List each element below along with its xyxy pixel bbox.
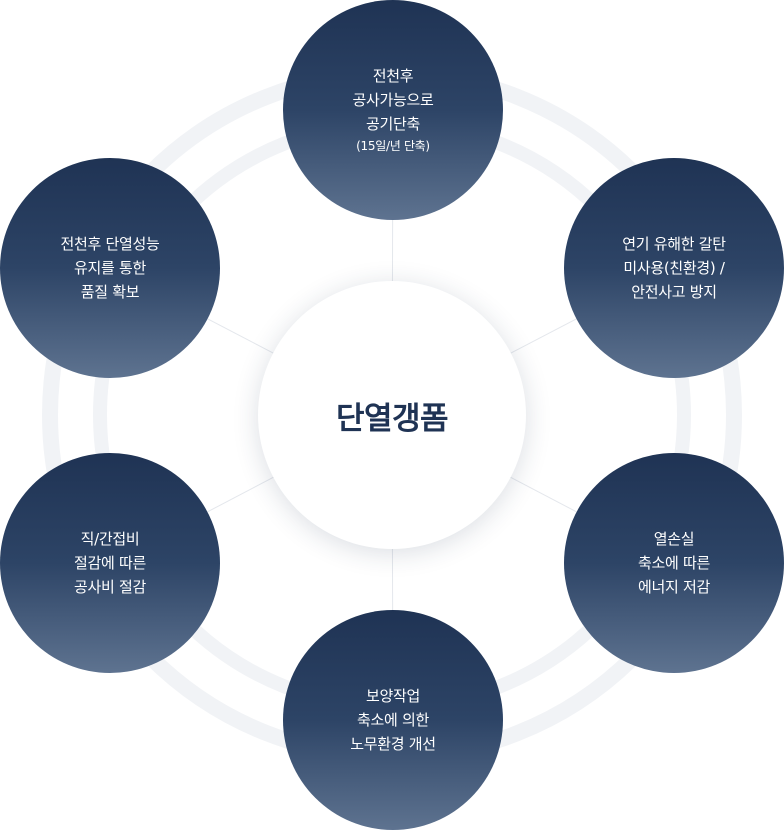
- node-bottom-text: 보양작업 축소에 의한 노무환경 개선: [350, 684, 436, 756]
- node-top: 전천후 공사가능으로 공기단축 (15일/년 단축): [283, 0, 503, 220]
- node-top-left-line-2: 유지를 통한: [74, 259, 146, 277]
- node-top-line-2: 공사가능으로: [352, 91, 434, 109]
- node-bottom-left: 직/간접비 절감에 따른 공사비 절감: [0, 453, 220, 673]
- node-top-left-line-3: 품질 확보: [80, 283, 140, 301]
- node-bottom-left-line-1: 직/간접비: [80, 530, 140, 548]
- node-top-right-text: 연기 유해한 갈탄 미사용(친환경) / 안전사고 방지: [622, 232, 726, 304]
- center-title: 단열갱폼: [335, 400, 449, 437]
- node-bottom-left-line-3: 공사비 절감: [74, 578, 146, 596]
- node-top-right: 연기 유해한 갈탄 미사용(친환경) / 안전사고 방지: [564, 158, 784, 378]
- node-bottom-right-line-2: 축소에 따른: [638, 554, 710, 572]
- node-top-subline: (15일/년 단축): [356, 139, 430, 153]
- node-top-text: 전천후 공사가능으로 공기단축 (15일/년 단축): [352, 64, 433, 156]
- node-bottom-left-text: 직/간접비 절감에 따른 공사비 절감: [74, 527, 146, 599]
- node-top-left: 전천후 단열성능 유지를 통한 품질 확보: [0, 158, 220, 378]
- node-top-line-1: 전천후: [372, 67, 414, 85]
- node-bottom-line-2: 축소에 의한: [357, 711, 429, 729]
- node-bottom-right-line-3: 에너지 저감: [638, 578, 710, 596]
- node-bottom-right-line-1: 열손실: [653, 530, 695, 548]
- center-circle: 단열갱폼: [258, 281, 526, 549]
- node-bottom-right: 열손실 축소에 따른 에너지 저감: [564, 453, 784, 673]
- node-top-left-text: 전천후 단열성능 유지를 통한 품질 확보: [61, 232, 160, 304]
- node-top-right-line-1: 연기 유해한 갈탄: [622, 235, 726, 253]
- node-top-right-line-2: 미사용(친환경) /: [623, 259, 725, 277]
- node-bottom-line-3: 노무환경 개선: [350, 735, 436, 753]
- node-bottom-left-line-2: 절감에 따른: [74, 554, 146, 572]
- node-top-left-line-1: 전천후 단열성능: [60, 235, 160, 253]
- node-bottom-right-text: 열손실 축소에 따른 에너지 저감: [638, 527, 710, 599]
- node-bottom-line-1: 보양작업: [365, 687, 420, 705]
- node-top-line-3: 공기단축: [365, 115, 420, 133]
- node-top-right-line-3: 안전사고 방지: [631, 283, 717, 301]
- node-bottom: 보양작업 축소에 의한 노무환경 개선: [283, 610, 503, 830]
